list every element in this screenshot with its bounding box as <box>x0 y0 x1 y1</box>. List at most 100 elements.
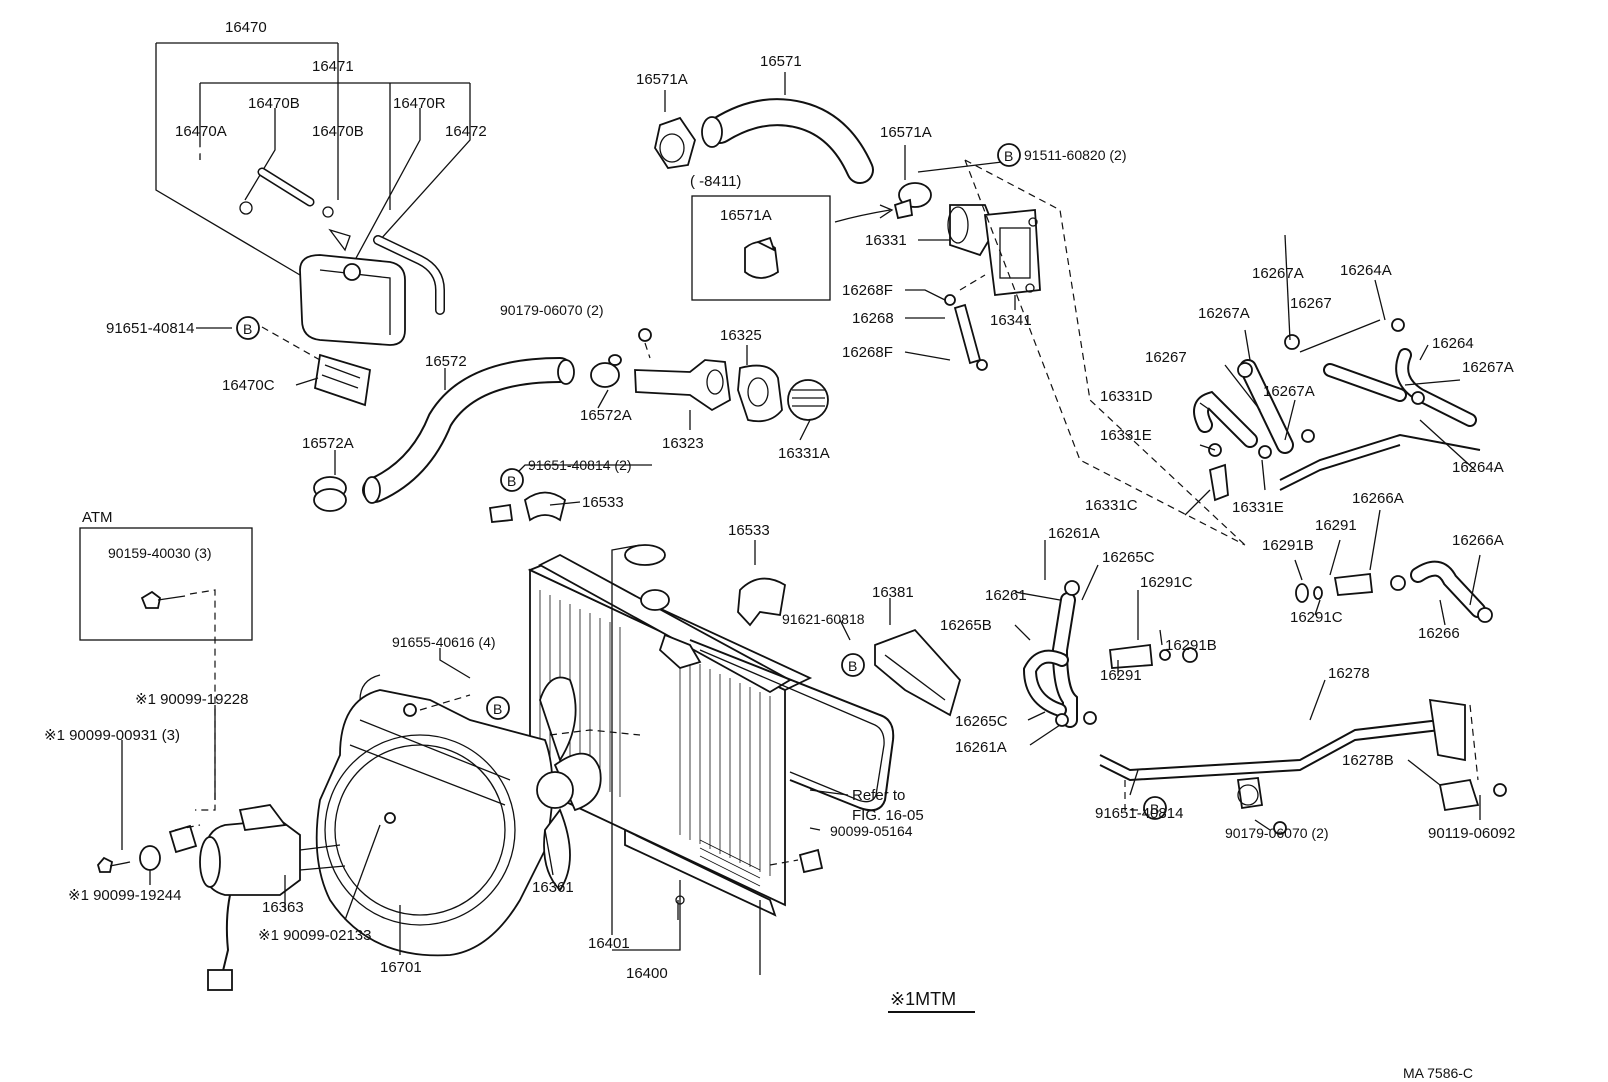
label-16533-1: 16533 <box>582 494 624 511</box>
label-16361: 16361 <box>532 879 574 896</box>
svg-text:B: B <box>243 321 252 337</box>
label-16268F-1: 16268F <box>842 282 893 299</box>
circled-b-markers: B B B B B B <box>236 143 1167 820</box>
footnotes: ※1MTM MA 7586-C <box>888 989 1473 1081</box>
svg-text:B: B <box>1004 148 1013 164</box>
label-16265B: 16265B <box>940 617 992 634</box>
label-90119-06092: 90119-06092 <box>1428 825 1515 842</box>
label-91651-40814-c: 91651-40814 <box>1095 805 1183 822</box>
label-16291C-1: 16291C <box>1290 609 1343 626</box>
radiator-hose-16571-group <box>654 98 1246 546</box>
label-16331E-1: 16331E <box>1100 427 1152 444</box>
refer-note-line1: Refer to <box>852 787 905 804</box>
label-16363: 16363 <box>262 899 304 916</box>
label-16331A: 16331A <box>778 445 830 462</box>
label-16291B-2: 16291B <box>1165 637 1217 654</box>
circled-b-marker: B <box>236 316 260 340</box>
inset-range: ( -8411) <box>690 173 741 190</box>
label-16278: 16278 <box>1328 665 1370 682</box>
label-16261: 16261 <box>985 587 1027 604</box>
label-16261A-2: 16261A <box>955 739 1007 756</box>
circled-b-marker: B <box>841 653 865 677</box>
label-16266: 16266 <box>1418 625 1460 642</box>
circled-b-marker: B <box>997 143 1021 167</box>
label-16331E-2: 16331E <box>1232 499 1284 516</box>
label-16291-1: 16291 <box>1315 517 1357 534</box>
label-16701: 16701 <box>380 959 422 976</box>
label-16265C-2: 16265C <box>955 713 1008 730</box>
label-16572: 16572 <box>425 353 467 370</box>
label-16267A-3: 16267A <box>1462 359 1514 376</box>
inset-part: 16571A <box>720 207 772 224</box>
label-16571: 16571 <box>760 53 802 70</box>
label-16323: 16323 <box>662 435 704 452</box>
label-16470B-2: 16470B <box>312 123 364 140</box>
upper-hose-thermostat-group <box>313 328 829 523</box>
label-91511-60820: 91511-60820 (2) <box>1024 147 1126 163</box>
label-16400: 16400 <box>626 965 668 982</box>
mtm-footnote: ※1MTM <box>890 989 956 1009</box>
label-16266A-2: 16266A <box>1452 532 1504 549</box>
label-16470A: 16470A <box>175 123 227 140</box>
label-16266A-1: 16266A <box>1352 490 1404 507</box>
label-16264A-2: 16264A <box>1452 459 1504 476</box>
circled-b-marker: B <box>1143 796 1167 820</box>
diagram-code: MA 7586-C <box>1403 1065 1473 1081</box>
label-16291B-1: 16291B <box>1262 537 1314 554</box>
label-16572A-2: 16572A <box>580 407 632 424</box>
leader-lines <box>121 72 1481 955</box>
label-16265C-1: 16265C <box>1102 549 1155 566</box>
label-90099-19244: ※1 90099-19244 <box>68 887 182 904</box>
label-91651-40814-a: 91651-40814 <box>106 320 194 337</box>
label-91651-40814-b: 91651-40814 (2) <box>528 457 632 473</box>
fan-shroud-group <box>97 674 641 991</box>
atm-box-title: ATM <box>82 509 113 526</box>
label-16401: 16401 <box>588 935 630 952</box>
label-16267-2: 16267 <box>1145 349 1187 366</box>
label-16261A-1: 16261A <box>1048 525 1100 542</box>
heater-hose-group <box>1193 318 1493 623</box>
circled-b-marker: B <box>500 468 524 492</box>
atm-box: ATM 90159-40030 (3) <box>79 509 253 811</box>
label-16267A-1: 16267A <box>1252 265 1304 282</box>
svg-text:B: B <box>507 473 516 489</box>
label-16268F-2: 16268F <box>842 344 893 361</box>
label-91655-40616: 91655-40616 (4) <box>392 634 496 650</box>
label-16267-1: 16267 <box>1290 295 1332 312</box>
reservoir-tank-group <box>155 42 471 407</box>
svg-text:B: B <box>848 658 857 674</box>
label-16268: 16268 <box>852 310 894 327</box>
label-16571A-1: 16571A <box>636 71 688 88</box>
label-91621-60818: 91621-60818 <box>782 611 865 627</box>
label-90179-06070-a: 90179-06070 (2) <box>500 302 604 318</box>
label-16471: 16471 <box>312 58 354 75</box>
label-16278B: 16278B <box>1342 752 1394 769</box>
part-labels: 16470 16471 16470B 16470R 16470A 16470B … <box>44 19 1515 982</box>
label-16291C-2: 16291C <box>1140 574 1193 591</box>
water-pipe-group <box>1022 580 1507 835</box>
atm-box-part: 90159-40030 (3) <box>108 545 212 561</box>
label-16291-2: 16291 <box>1100 667 1142 684</box>
label-90099-02133: ※1 90099-02133 <box>258 927 372 944</box>
label-90099-05164: 90099-05164 <box>830 823 913 839</box>
label-16264: 16264 <box>1432 335 1474 352</box>
svg-text:B: B <box>1150 801 1159 817</box>
refer-note-line2: FIG. 16-05 <box>852 807 924 824</box>
label-16331D: 16331D <box>1100 388 1153 405</box>
atm-box-frame <box>79 527 253 641</box>
label-16533-2: 16533 <box>728 522 770 539</box>
label-16267A-2: 16267A <box>1198 305 1250 322</box>
label-16571A-2: 16571A <box>880 124 932 141</box>
label-16470R: 16470R <box>393 95 446 112</box>
label-16264A-1: 16264A <box>1340 262 1392 279</box>
label-16572A-1: 16572A <box>302 435 354 452</box>
svg-text:B: B <box>493 701 502 717</box>
label-16470B: 16470B <box>248 95 300 112</box>
label-16267A-4: 16267A <box>1263 383 1315 400</box>
label-16331: 16331 <box>865 232 907 249</box>
label-16381: 16381 <box>872 584 914 601</box>
radiator-group <box>527 544 962 975</box>
label-16341: 16341 <box>990 312 1032 329</box>
circled-b-marker: B <box>486 696 510 720</box>
